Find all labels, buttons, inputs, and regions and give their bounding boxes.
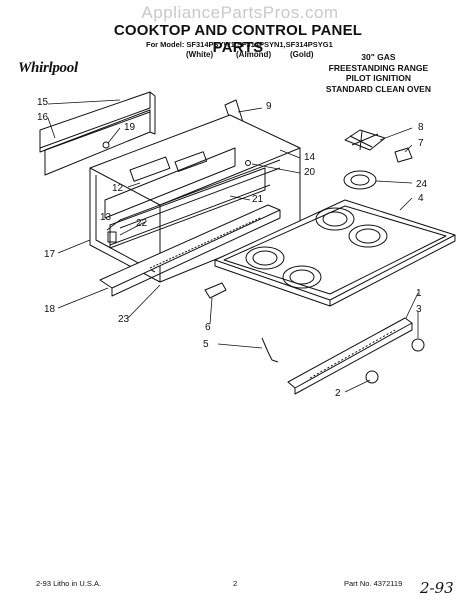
callout-12: 12 xyxy=(112,183,124,194)
model-numbers: For Model: SF314PSYW1,SF314PSYN1,SF314PS… xyxy=(146,40,333,49)
control-panel-backguard xyxy=(39,91,156,176)
footer-part-number: Part No. 4372119 xyxy=(344,579,403,588)
range-spec: 30" GAS FREESTANDING RANGE PILOT IGNITIO… xyxy=(326,52,431,94)
callout-9: 9 xyxy=(266,101,272,112)
manifold-trim xyxy=(99,204,281,297)
spec-line: FREESTANDING RANGE xyxy=(328,62,429,73)
callout-2: 2 xyxy=(335,388,341,399)
knob-clip xyxy=(204,282,227,299)
callout-16: 16 xyxy=(37,112,49,123)
callout-5: 5 xyxy=(203,339,209,350)
watermark: AppliancePartsPros.com xyxy=(141,3,339,22)
callout-17: 17 xyxy=(44,249,56,260)
callout-21: 21 xyxy=(252,194,264,205)
callout-15: 15 xyxy=(37,97,49,108)
color-white: (White) xyxy=(186,50,214,59)
spring-wire xyxy=(261,337,279,363)
handwritten-note: 2-93 xyxy=(420,579,454,597)
footer-litho: 2-93 Litho in U.S.A. xyxy=(36,579,102,588)
page-title: COOKTOP AND CONTROL PANEL PARTS xyxy=(113,22,363,56)
screw xyxy=(102,141,110,149)
callout-22: 22 xyxy=(136,218,148,229)
callout-7: 7 xyxy=(418,138,424,149)
spec-line: STANDARD CLEAN OVEN xyxy=(325,83,431,94)
cooktop xyxy=(214,199,456,307)
spec-line: 30" GAS xyxy=(361,52,396,62)
callout-14: 14 xyxy=(304,152,316,163)
color-almond: (Almond) xyxy=(236,50,272,59)
control-shield xyxy=(104,147,266,249)
screw xyxy=(245,160,251,166)
valve-bracket xyxy=(394,147,413,163)
callout-4: 4 xyxy=(418,193,424,204)
bracket xyxy=(107,231,117,243)
callout-24: 24 xyxy=(416,179,428,190)
valve-knob xyxy=(365,370,379,384)
burner-grate xyxy=(344,129,386,151)
callout-3: 3 xyxy=(416,304,422,315)
burner-drip-pan xyxy=(343,170,377,190)
callout-20: 20 xyxy=(304,167,316,178)
valve-knob xyxy=(411,338,425,352)
footer-page-number: 2 xyxy=(233,579,238,588)
callout-8: 8 xyxy=(418,122,424,133)
color-gold: (Gold) xyxy=(290,50,314,59)
spec-line: PILOT IGNITION xyxy=(345,73,411,83)
callout-6: 6 xyxy=(205,322,211,333)
callout-13: 13 xyxy=(100,212,112,223)
callout-18: 18 xyxy=(44,304,56,315)
manifold-panel xyxy=(89,114,301,283)
callout-1: 1 xyxy=(416,288,422,299)
callout-19: 19 xyxy=(124,122,136,133)
rear-rail xyxy=(287,317,413,395)
brand-logo: Whirlpool xyxy=(18,60,78,76)
callout-23: 23 xyxy=(118,314,130,325)
